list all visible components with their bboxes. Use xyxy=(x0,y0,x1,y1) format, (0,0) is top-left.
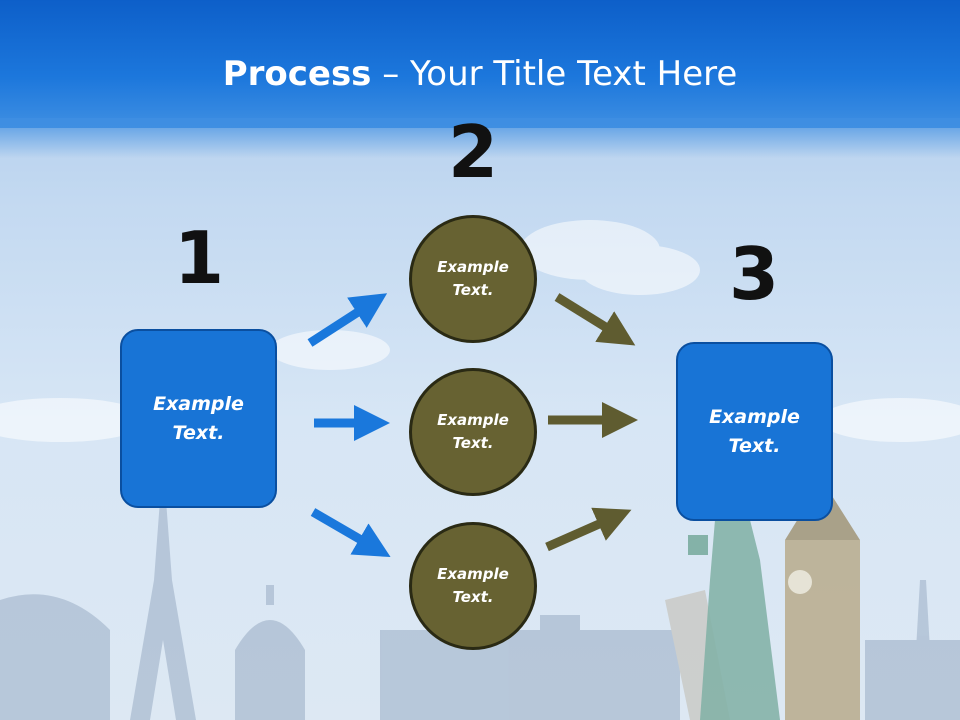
step-3-box: Example Text. xyxy=(676,342,833,521)
step-3-text: Example Text. xyxy=(709,405,800,457)
step-number-2: 2 xyxy=(447,110,499,194)
step-1-text: Example Text. xyxy=(153,392,244,444)
circle-bottom: Example Text. xyxy=(409,522,537,650)
step-number-1: 1 xyxy=(173,216,225,300)
arrow-circle-top-to-3 xyxy=(554,293,636,346)
step-number-3: 3 xyxy=(728,232,780,316)
circle-middle: Example Text. xyxy=(409,368,537,496)
circle-bottom-text: Example Text. xyxy=(437,565,509,606)
circle-top-text: Example Text. xyxy=(437,258,509,299)
title-emphasis: Process xyxy=(222,54,372,94)
title-bar xyxy=(0,0,960,128)
slide-title: Process – Your Title Text Here xyxy=(0,52,960,96)
arrow-1-to-circle-bottom xyxy=(310,508,391,558)
arrow-1-to-circle-top xyxy=(307,293,388,347)
circle-middle-text: Example Text. xyxy=(437,411,509,452)
circle-top: Example Text. xyxy=(409,215,537,343)
title-bar-fade xyxy=(0,118,960,158)
arrow-circle-bottom-to-3 xyxy=(545,507,632,552)
step-1-box: Example Text. xyxy=(120,329,277,508)
title-rest: – Your Title Text Here xyxy=(371,54,738,94)
